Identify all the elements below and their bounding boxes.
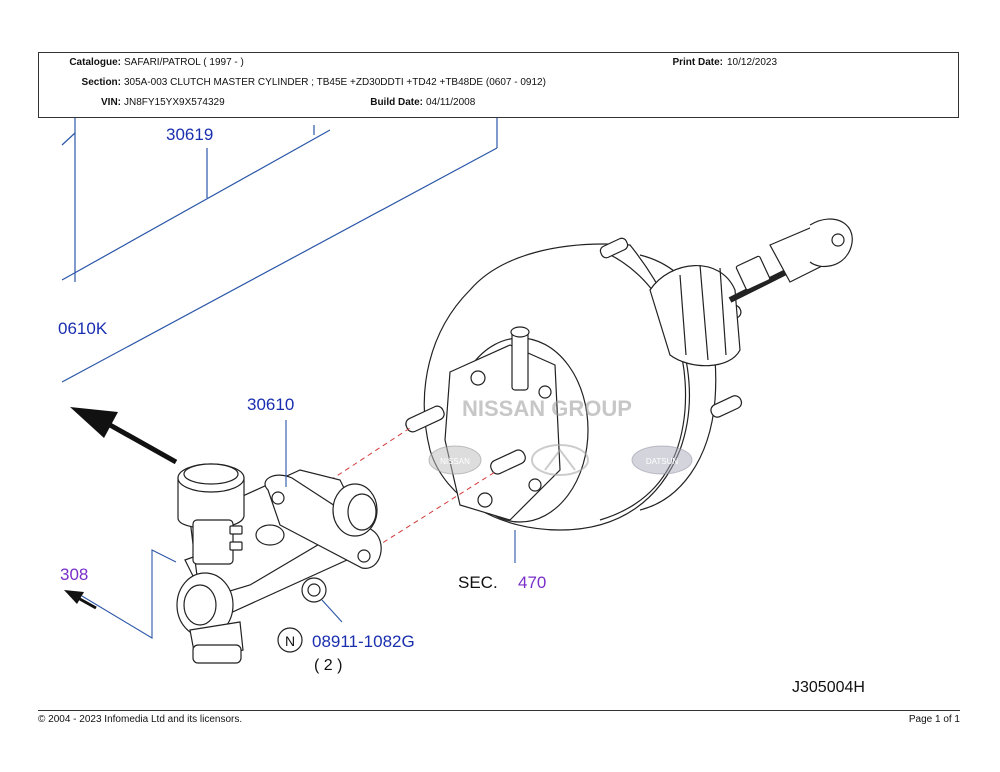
- build-date-value: 04/11/2008: [426, 97, 476, 108]
- illustration-code: J305004H: [792, 679, 865, 696]
- copyright-text: © 2004 - 2023 Infomedia Ltd and its lice…: [38, 714, 243, 725]
- infiniti-logo-icon: [531, 444, 589, 476]
- nissan-logo-text: NISSAN: [440, 457, 470, 466]
- nut-quantity: ( 2 ): [314, 657, 342, 674]
- catalogue-value: SAFARI/PATROL ( 1997 - ): [124, 57, 244, 68]
- section-label: Section:: [81, 77, 121, 88]
- vin-label: VIN:: [101, 97, 121, 108]
- header-box: Catalogue: SAFARI/PATROL ( 1997 - ) Prin…: [38, 52, 959, 118]
- nut-part-number[interactable]: 08911-1082G: [312, 632, 415, 651]
- watermark-text: NISSAN GROUP: [462, 396, 632, 421]
- build-date-label: Build Date:: [370, 97, 423, 108]
- ref-30610-label[interactable]: 30610: [247, 395, 294, 414]
- nissan-logo: NISSAN: [428, 445, 482, 475]
- sec-470-prefix: SEC.: [458, 573, 498, 592]
- section-value: 305A-003 CLUTCH MASTER CYLINDER ; TB45E …: [124, 77, 546, 88]
- ref-308-leader: [81, 549, 177, 639]
- datsun-logo: DATSUN: [631, 445, 693, 475]
- brake-booster: [405, 218, 853, 531]
- footer-divider: [38, 710, 960, 711]
- ref-308-label[interactable]: 308: [60, 565, 88, 584]
- sec-470-number[interactable]: 470: [518, 573, 546, 592]
- catalogue-label: Catalogue:: [69, 57, 121, 68]
- nut-leader: [321, 599, 343, 623]
- datsun-logo-text: DATSUN: [646, 457, 679, 466]
- ref-30619-label[interactable]: 30619: [166, 125, 213, 144]
- nut-n-symbol: N: [285, 633, 295, 649]
- nut-n-symbol-icon: [277, 627, 303, 653]
- direction-arrow-small: [64, 590, 97, 610]
- ref-30610k-label[interactable]: 0610K: [58, 319, 108, 338]
- page-number: Page 1 of 1: [908, 714, 960, 725]
- reference-box-outline: [61, 118, 498, 383]
- direction-arrow-large: [70, 407, 178, 465]
- print-date-value: 10/12/2023: [727, 57, 778, 68]
- parts-diagram: 30619 0610K 308: [58, 118, 865, 696]
- print-date-label: Print Date:: [672, 57, 723, 68]
- vin-value: JN8FY15YX9X574329: [124, 97, 225, 108]
- clutch-master-cylinder: [176, 463, 382, 664]
